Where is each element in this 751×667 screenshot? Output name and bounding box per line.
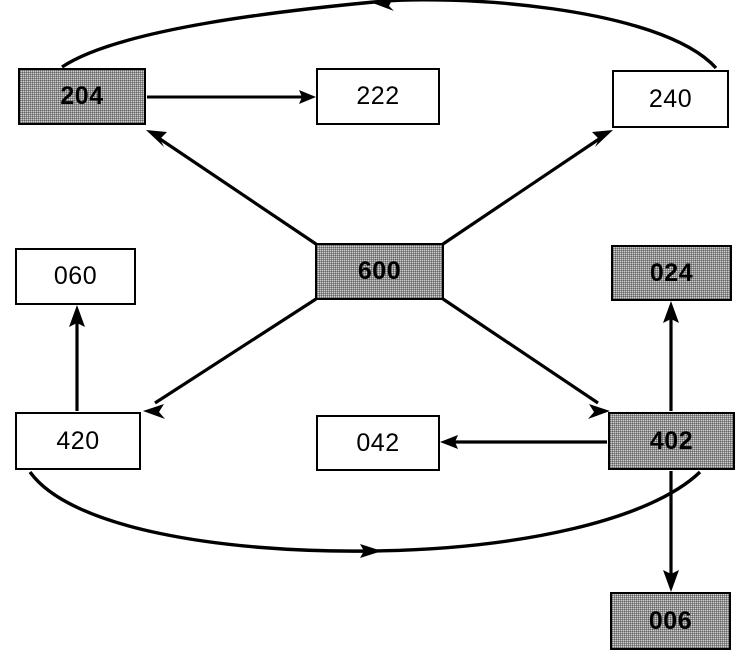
edge-402-to-006 (663, 471, 679, 592)
node-600-label: 600 (357, 257, 402, 285)
edge-402-to-042 (440, 435, 607, 449)
node-402[interactable]: 402 (608, 412, 735, 470)
node-006[interactable]: 006 (610, 592, 731, 650)
node-060[interactable]: 060 (15, 248, 136, 305)
node-222[interactable]: 222 (316, 68, 440, 125)
node-240-label: 240 (648, 84, 693, 113)
node-024-label: 024 (649, 258, 694, 287)
edge-420-to-060 (69, 305, 85, 411)
edge-204-to-222 (147, 90, 316, 104)
node-204[interactable]: 204 (18, 68, 146, 125)
node-420[interactable]: 420 (15, 412, 141, 470)
edge-600-to-240 (442, 130, 613, 246)
edge-420-to-402 (28, 470, 702, 558)
edge-600-to-204 (146, 130, 317, 246)
node-060-label: 060 (53, 262, 98, 290)
node-042-label: 042 (356, 428, 400, 457)
edge-402-to-024 (663, 301, 679, 411)
node-420-label: 420 (56, 426, 100, 455)
node-240[interactable]: 240 (612, 70, 729, 128)
edge-600-to-420 (143, 297, 317, 419)
node-600[interactable]: 600 (315, 243, 444, 300)
node-402-label: 402 (649, 426, 694, 455)
edge-600-to-402 (442, 297, 610, 419)
node-006-label: 006 (648, 606, 693, 635)
node-042[interactable]: 042 (316, 415, 440, 471)
node-222-label: 222 (356, 82, 400, 110)
node-204-label: 204 (60, 82, 104, 110)
node-024[interactable]: 024 (611, 245, 732, 301)
edge-240-to-204 (61, 0, 718, 70)
